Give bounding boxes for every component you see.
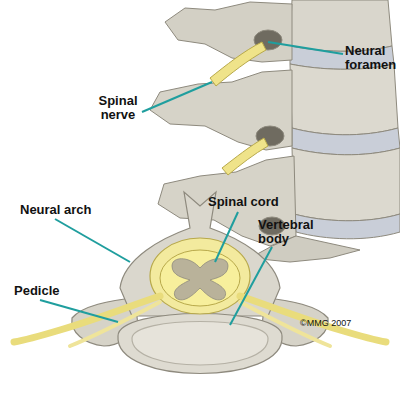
- part-label: Vertebral body: [258, 218, 332, 246]
- leader-line: [142, 82, 212, 112]
- axial-nerves: [14, 250, 386, 346]
- vertebral-body: [118, 314, 282, 374]
- part-label: Spinal cord: [208, 195, 303, 209]
- nerve-root: [222, 138, 268, 175]
- leader-line: [55, 219, 130, 262]
- leader-line: [40, 300, 118, 322]
- body-rim: [132, 322, 268, 366]
- disc: [292, 128, 400, 155]
- spinal-nerve: [240, 296, 386, 342]
- vertebral-canal: [150, 238, 250, 314]
- spinal-nerve: [70, 302, 160, 346]
- lateral-nerves: [210, 42, 268, 175]
- posterior-elements: [165, 2, 292, 62]
- spinal-nerve: [14, 296, 160, 342]
- part-label: Pedicle: [14, 284, 84, 298]
- neural-arch: [120, 192, 280, 316]
- part-label: Spinal nerve: [90, 94, 146, 122]
- spinal-cord: [160, 250, 240, 306]
- vertebra-column: [150, 0, 400, 262]
- gray-matter: [172, 259, 228, 300]
- leader-line: [268, 42, 343, 54]
- copyright-note: ©MMG 2007: [300, 318, 380, 328]
- nerve-root: [210, 42, 266, 86]
- leader-lines: [40, 42, 343, 325]
- part-label: Neural arch: [20, 203, 115, 217]
- leader-line: [230, 247, 272, 325]
- vertebral-body: [290, 64, 398, 135]
- leader-line: [215, 212, 238, 262]
- vertebral-body: [292, 148, 400, 221]
- part-label: Neural foramen: [345, 44, 400, 72]
